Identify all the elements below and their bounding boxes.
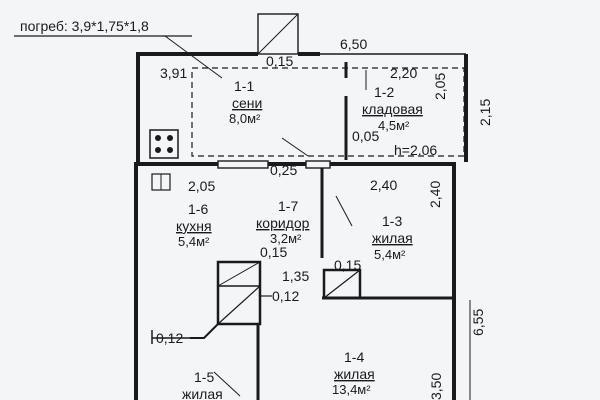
room-1-1-area: 8,0м² (229, 111, 261, 126)
room-1-4-area: 13,4м² (332, 382, 371, 397)
room-1-3-area: 5,4м² (374, 247, 406, 262)
chimney-diagonal (257, 13, 299, 55)
dim-porch-left: 3,91 (160, 65, 187, 81)
room-1-4-name: жилая (334, 366, 375, 382)
dim-door-gap: 0,25 (270, 162, 297, 178)
dim-storage-wall: 0,05 (352, 128, 379, 144)
stove-room3-diagonal (323, 269, 361, 299)
room-1-1-number: 1-1 (234, 78, 254, 94)
room-1-6-area: 5,4м² (178, 234, 210, 249)
room-1-7-name: коридор (256, 215, 310, 231)
room-1-3-name: жилая (372, 230, 413, 246)
room-1-3-number: 1-3 (382, 213, 402, 229)
cellar-leader-line (164, 35, 223, 79)
dim-storage-side: 2,05 (432, 73, 448, 100)
room5-leader (213, 371, 241, 397)
room-1-2-area: 4,5м² (378, 118, 410, 133)
room3-leader (335, 195, 353, 227)
burner-icon (167, 147, 173, 153)
dim-stove-b: 0,12 (272, 288, 299, 304)
stove-flue (190, 323, 219, 339)
dim-room3-width: 2,40 (370, 177, 397, 193)
room-1-7-number: 1-7 (278, 198, 298, 214)
dim-height: h=2.06 (394, 142, 437, 158)
room-1-5-name: жилая (182, 386, 223, 400)
room-1-2-name: кладовая (362, 101, 423, 117)
dim-room4-side: 3,50 (428, 373, 444, 400)
porch-leader (281, 137, 309, 157)
cellar-note: погреб: 3,9*1,75*1,8 (20, 18, 149, 34)
window-kitchen (217, 160, 269, 169)
dim-porch-width: 6,50 (340, 36, 367, 52)
dim-corridor-len: 1,35 (282, 268, 309, 284)
burner-icon (155, 147, 161, 153)
door-porch (305, 160, 331, 169)
dim-storage-width: 2,20 (390, 65, 417, 81)
stove-room3 (322, 268, 362, 300)
dim-stove-c: 0,15 (334, 257, 361, 273)
burner-icon (167, 135, 173, 141)
room-1-6-number: 1-6 (188, 201, 208, 217)
stove-icon (149, 129, 179, 159)
chimney-box (257, 13, 299, 55)
dim-vent-top: 0,15 (266, 53, 293, 69)
dim-room3-side: 2,40 (427, 181, 443, 208)
room-1-5-number: 1-5 (194, 369, 214, 385)
dim-stove-d: 0,12 (156, 330, 183, 346)
room-1-6-name: кухня (176, 218, 212, 234)
room-1-2-number: 1-2 (374, 84, 394, 100)
house-outer-walls (134, 162, 456, 400)
burner-icon (155, 135, 161, 141)
dim-house-depth: 6,55 (470, 309, 486, 336)
porch-dashed-outline (191, 67, 465, 157)
dim-porch-depth: 2,15 (477, 99, 493, 126)
room-1-1-name: сени (232, 95, 262, 111)
room-1-7-area: 3,2м² (270, 231, 302, 246)
dim-kitchen-width: 2,05 (188, 178, 215, 194)
stove-diagonal (217, 285, 261, 325)
stove-diagonal-2 (217, 261, 261, 287)
central-stove (216, 260, 262, 326)
room-1-4-number: 1-4 (344, 349, 364, 365)
dim-stove-a: 0,15 (260, 244, 287, 260)
